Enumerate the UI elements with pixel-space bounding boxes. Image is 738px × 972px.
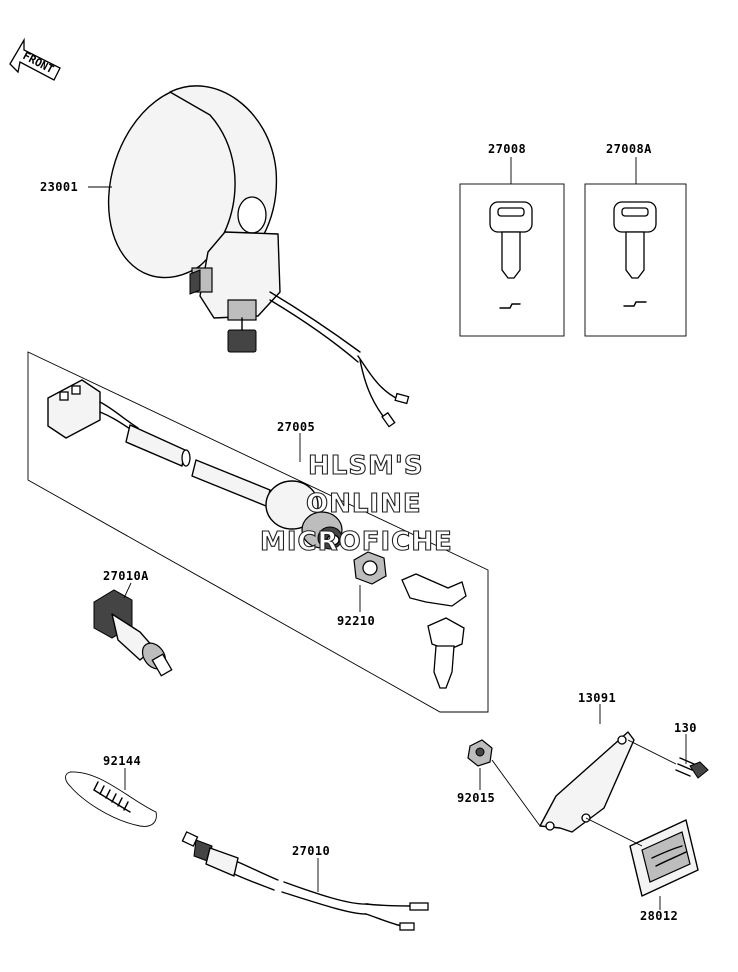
leader-line <box>585 817 643 847</box>
part-number-bracket[interactable]: 13091 <box>578 691 616 705</box>
part-number-headlight[interactable]: 23001 <box>40 180 78 194</box>
key-blank-box[interactable] <box>459 157 565 337</box>
bracket-plate[interactable] <box>539 731 635 833</box>
ignition-switch[interactable] <box>47 379 343 550</box>
part-number-ignition-switch[interactable]: 27005 <box>277 420 315 434</box>
part-number-switch-wire[interactable]: 27010 <box>292 844 330 858</box>
watermark-line-1: HLSM'S <box>308 451 424 481</box>
key-blank-alt-box[interactable] <box>584 157 687 337</box>
switch-with-wire[interactable] <box>181 831 429 931</box>
part-number-key-blank-alt[interactable]: 27008A <box>606 142 652 156</box>
part-number-key-blank[interactable]: 27008 <box>488 142 526 156</box>
label-plate[interactable] <box>629 819 699 897</box>
leader-line <box>491 759 541 827</box>
part-number-switch-alt[interactable]: 27010A <box>103 569 149 583</box>
front-direction-arrow: FRONT <box>9 37 61 81</box>
part-number-collar-nut[interactable]: 92015 <box>457 791 495 805</box>
watermark-line-3: MICROFICHE <box>260 527 453 557</box>
watermark: HLSM'S ONLINE MICROFICHE <box>259 450 453 557</box>
part-number-label-plate[interactable]: 28012 <box>640 909 678 923</box>
leader-line <box>123 582 132 599</box>
part-number-nut[interactable]: 92210 <box>337 614 375 628</box>
watermark-line-2: ONLINE <box>306 489 422 519</box>
part-number-bolt[interactable]: 130 <box>674 721 697 735</box>
part-number-spring[interactable]: 92144 <box>103 754 141 768</box>
headlight-assembly[interactable] <box>85 68 410 428</box>
leader-line <box>627 739 677 765</box>
bolt[interactable] <box>675 757 709 779</box>
switch-27010A[interactable] <box>93 589 173 677</box>
spring[interactable] <box>65 771 157 827</box>
collar-nut[interactable] <box>467 739 493 767</box>
ignition-keys[interactable] <box>401 573 467 689</box>
hex-nut[interactable] <box>353 551 387 585</box>
ignition-switch-group <box>27 351 489 713</box>
